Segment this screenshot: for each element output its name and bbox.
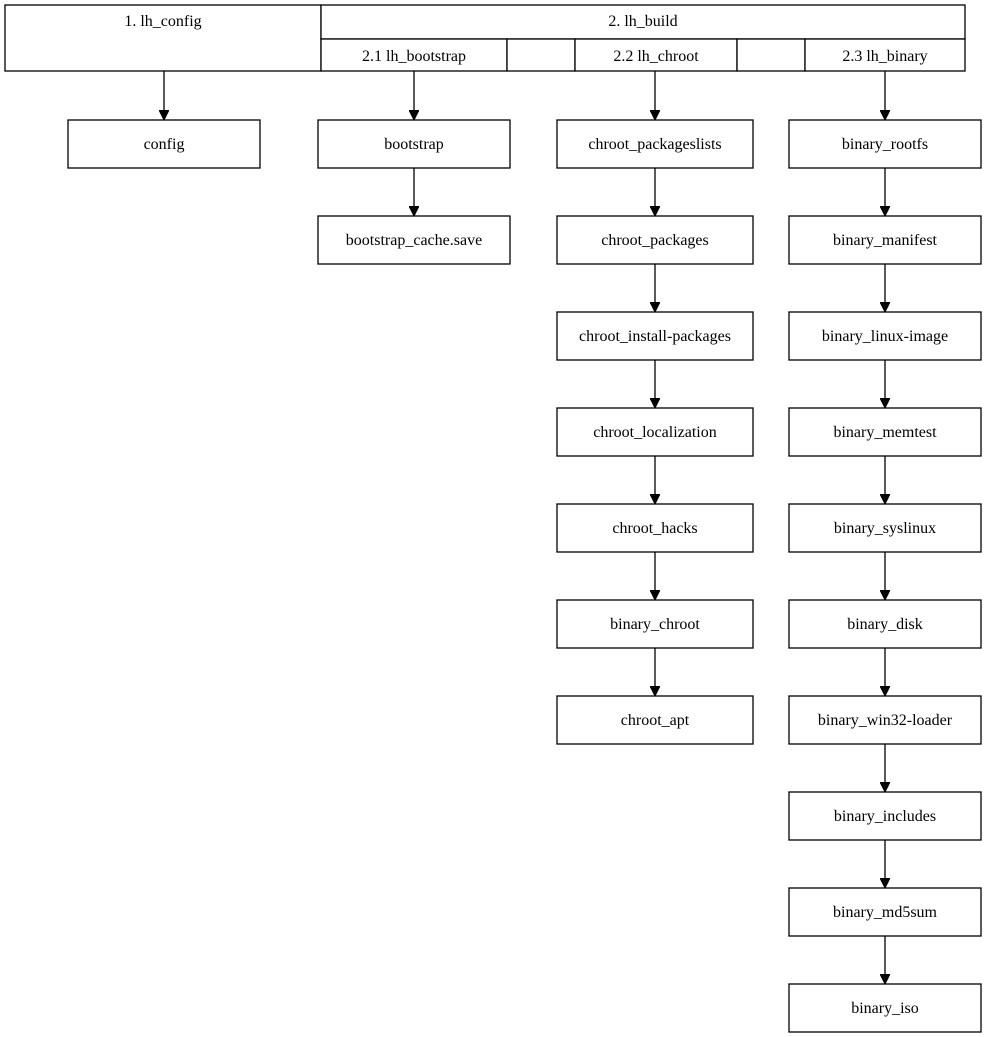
node-chroot-hacks: chroot_hacks [556,503,754,553]
node-box [556,599,754,649]
node-box [788,407,982,457]
config-group-label: 1. lh_config [124,13,201,30]
node-chroot-localization: chroot_localization [556,407,754,457]
node-bootstrap-cache-save: bootstrap_cache.save [317,215,511,265]
chroot-stage-label: 2.2 lh_chroot [613,48,699,65]
node-label: chroot_localization [593,424,717,441]
node-box [788,791,982,841]
node-label: binary_includes [834,808,936,825]
build-group-cell [320,4,966,40]
binary-stage-label: 2.3 lh_binary [842,48,927,65]
config-group-cell [4,4,322,72]
node-label: binary_disk [847,616,923,633]
node-chroot-packageslists: chroot_packageslists [556,119,754,169]
node-label: bootstrap [384,136,444,153]
node-label: chroot_packageslists [588,136,721,153]
node-label: binary_manifest [833,232,938,249]
node-label: binary_memtest [833,424,937,441]
build-group-label: 2. lh_build [608,13,677,30]
node-box [788,599,982,649]
spacer-cell-2 [736,38,806,72]
bootstrap-stage-label: 2.1 lh_bootstrap [362,48,466,65]
node-config: config [67,119,261,169]
node-binary-includes: binary_includes [788,791,982,841]
node-box [556,215,754,265]
node-label: binary_chroot [610,616,700,633]
node-label: bootstrap_cache.save [346,232,482,249]
node-box [788,215,982,265]
node-box [788,887,982,937]
node-box [788,983,982,1033]
node-binary-manifest: binary_manifest [788,215,982,265]
node-chroot-apt: chroot_apt [556,695,754,745]
node-label: binary_iso [851,1000,919,1017]
node-label: chroot_packages [601,232,709,249]
node-box [556,311,754,361]
node-box [556,695,754,745]
node-box [556,407,754,457]
node-label: chroot_install-packages [579,328,731,345]
node-box [67,119,261,169]
node-binary-md5sum: binary_md5sum [788,887,982,937]
node-label: binary_syslinux [834,520,936,537]
node-label: config [144,136,185,153]
node-binary-win32-loader: binary_win32-loader [788,695,982,745]
node-binary-syslinux: binary_syslinux [788,503,982,553]
node-box [317,215,511,265]
node-label: binary_md5sum [833,904,938,921]
header-record: 1. lh_config 2. lh_build 2.1 lh_bootstra… [4,4,966,72]
node-label: chroot_apt [621,712,690,729]
node-box [556,119,754,169]
node-chroot-install-packages: chroot_install-packages [556,311,754,361]
node-label: chroot_hacks [612,520,697,537]
node-binary-disk: binary_disk [788,599,982,649]
node-binary-linux-image: binary_linux-image [788,311,982,361]
node-binary-memtest: binary_memtest [788,407,982,457]
spacer-cell-1 [506,38,576,72]
node-binary-chroot: binary_chroot [556,599,754,649]
node-box [317,119,511,169]
node-box [788,311,982,361]
node-label: binary_win32-loader [818,712,953,729]
node-bootstrap: bootstrap [317,119,511,169]
node-label: binary_rootfs [842,136,928,153]
node-box [788,503,982,553]
node-binary-rootfs: binary_rootfs [788,119,982,169]
node-box [788,119,982,169]
node-chroot-packages: chroot_packages [556,215,754,265]
node-binary-iso: binary_iso [788,983,982,1033]
node-label: binary_linux-image [822,328,948,345]
node-box [788,695,982,745]
